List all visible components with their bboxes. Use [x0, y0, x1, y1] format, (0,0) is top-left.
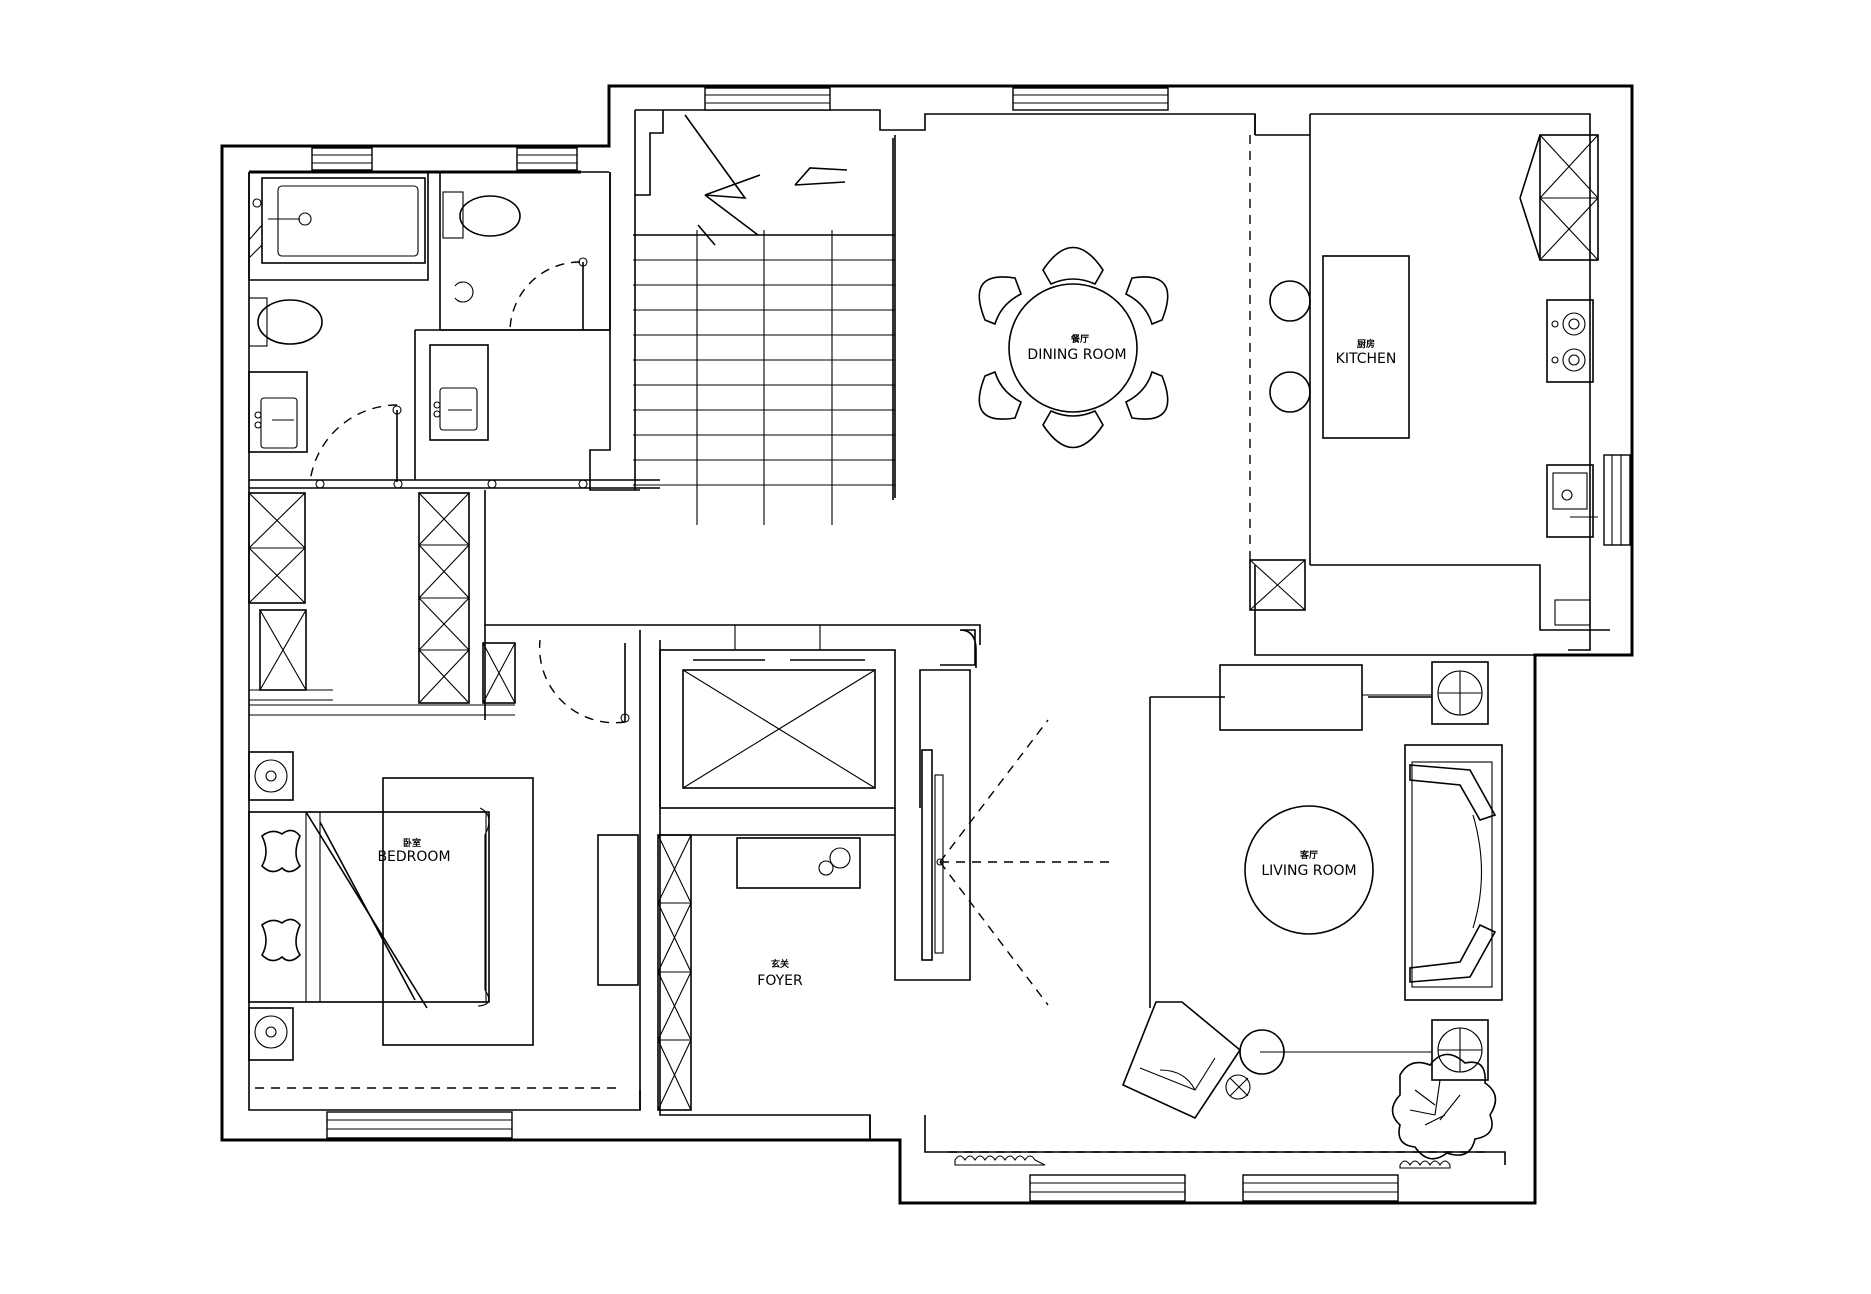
- dining-room-label: DINING ROOM: [1027, 347, 1126, 363]
- living-furniture: [948, 661, 1503, 1169]
- foyer-label-cn: 玄关: [771, 958, 789, 970]
- bedroom-furniture: [248, 639, 639, 1089]
- windows: [311, 87, 1631, 1202]
- bathroom-fixtures: [248, 177, 588, 489]
- foyer-furniture: [659, 625, 1110, 1006]
- dining-furniture: [978, 246, 1169, 449]
- bedroom-label: BEDROOM: [377, 849, 450, 865]
- living-room-label: LIVING ROOM: [1261, 863, 1356, 879]
- staircase: [633, 114, 896, 525]
- exterior-walls: [220, 84, 1634, 1205]
- bedroom-label-cn: 卧室: [403, 837, 421, 849]
- dining-room-label-cn: 餐厅: [1070, 333, 1089, 345]
- foyer-label: FOYER: [757, 973, 803, 989]
- kitchen-label-cn: 厨房: [1357, 338, 1375, 350]
- room-labels: 餐厅 DINING ROOM 厨房 KITCHEN 卧室 BEDROOM 客厅 …: [377, 333, 1396, 989]
- kitchen-label: KITCHEN: [1336, 351, 1397, 367]
- kitchen-furniture: [1249, 134, 1599, 626]
- interior-walls: [248, 109, 1610, 1165]
- living-room-label-cn: 客厅: [1299, 849, 1318, 861]
- wardrobes: [248, 492, 692, 1111]
